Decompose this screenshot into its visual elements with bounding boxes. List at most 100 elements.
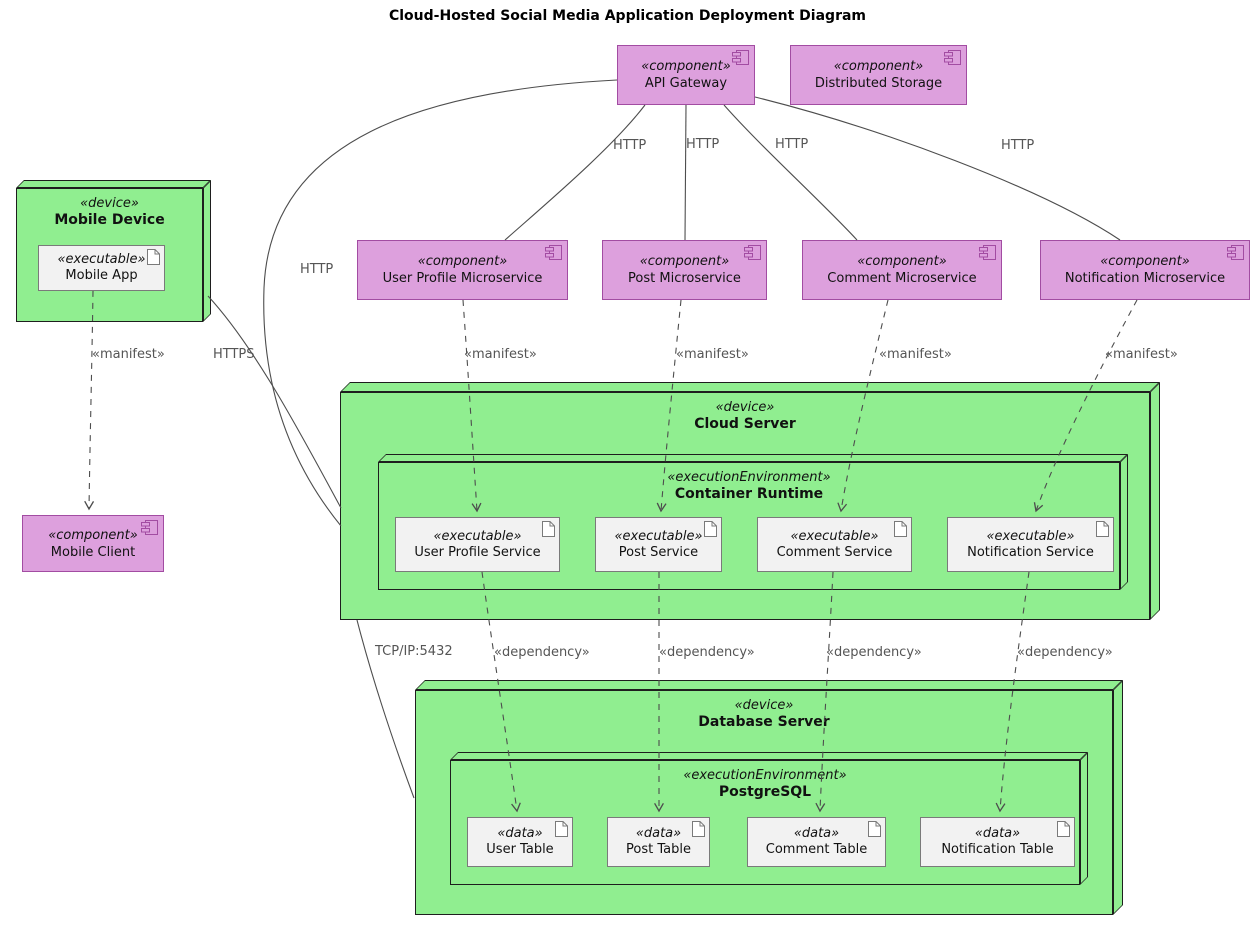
edge-mobile-app-manifest-mobile-client	[84, 290, 95, 511]
node-header: «executionEnvironment» Container Runtime	[378, 469, 1120, 503]
node-label: Comment Microservice	[827, 271, 977, 286]
edge-label-dependency-comment: «dependency»	[826, 645, 922, 660]
edge-label-http-post: HTTP	[686, 137, 720, 152]
node-label: User Table	[486, 842, 554, 857]
node-label: PostgreSQL	[718, 784, 812, 800]
stereotype: «component»	[641, 59, 731, 74]
artifact-notification-service: «executable» Notification Service	[947, 517, 1114, 572]
edge-gateway-to-comment-ms	[723, 104, 858, 241]
stereotype: «executable»	[986, 528, 1075, 544]
edge-label-https: HTTPS	[213, 347, 255, 362]
node-label: Container Runtime	[674, 486, 824, 502]
node-label: Database Server	[698, 714, 830, 730]
node-label: Mobile Client	[50, 544, 136, 560]
stereotype: «device»	[715, 400, 775, 415]
document-icon	[704, 521, 717, 537]
document-icon	[1057, 821, 1070, 837]
node-label: Notification Microservice	[1064, 271, 1226, 286]
document-icon	[692, 821, 705, 837]
node-label: Notification Service	[967, 544, 1094, 560]
component-distributed-storage: «component» Distributed Storage	[790, 45, 967, 105]
node-header: «executionEnvironment» PostgreSQL	[450, 767, 1080, 801]
edge-label-dependency-notification: «dependency»	[1017, 645, 1113, 660]
stereotype: «executable»	[614, 528, 703, 544]
node-label: Mobile App	[65, 268, 138, 283]
document-icon	[1096, 521, 1109, 537]
stereotype: «executable»	[433, 528, 522, 544]
node-label: Notification Table	[941, 842, 1054, 857]
node-header: «device» Mobile Device	[16, 195, 203, 229]
component-comment-microservice: «component» Comment Microservice	[802, 240, 1002, 300]
node-label: API Gateway	[644, 76, 728, 91]
artifact-comment-table: «data» Comment Table	[747, 817, 886, 867]
node-top-face	[450, 752, 1088, 760]
node-label: Post Service	[618, 544, 699, 560]
component-mobile-client: «component» Mobile Client	[22, 515, 164, 572]
stereotype: «data»	[497, 826, 543, 841]
component-icon	[1227, 245, 1244, 260]
document-icon	[147, 249, 160, 265]
node-label: User Profile Service	[414, 544, 541, 560]
stereotype: «device»	[734, 698, 794, 713]
stereotype: «executable»	[790, 528, 879, 544]
edge-label-http-notification: HTTP	[1001, 138, 1035, 153]
edge-label-manifest-user: «manifest»	[464, 347, 537, 362]
node-top-face	[415, 680, 1123, 690]
node-label: Cloud Server	[694, 416, 796, 432]
edge-label-http-comment: HTTP	[775, 137, 809, 152]
stereotype: «component»	[639, 254, 730, 269]
artifact-mobile-app: «executable» Mobile App	[38, 245, 165, 291]
document-icon	[542, 521, 555, 537]
artifact-post-service: «executable» Post Service	[595, 517, 722, 572]
edge-label-manifest-comment: «manifest»	[879, 347, 952, 362]
artifact-notification-table: «data» Notification Table	[920, 817, 1075, 867]
stereotype: «component»	[417, 254, 508, 269]
node-side-face	[1150, 382, 1160, 620]
stereotype: «device»	[80, 196, 139, 211]
stereotype: «component»	[857, 254, 947, 269]
node-label: Comment Service	[776, 544, 893, 560]
node-side-face	[1120, 454, 1128, 590]
node-side-face	[1113, 680, 1123, 915]
stereotype: «executable»	[57, 252, 146, 267]
node-side-face	[1080, 752, 1088, 885]
node-top-face	[378, 454, 1128, 462]
edge-label-dependency-user: «dependency»	[494, 645, 590, 660]
node-header: «device» Cloud Server	[340, 399, 1150, 433]
edge-label-dependency-post: «dependency»	[659, 645, 755, 660]
component-notification-microservice: «component» Notification Microservice	[1040, 240, 1250, 300]
component-icon	[732, 50, 749, 65]
edge-gateway-to-notification-ms	[754, 96, 1121, 241]
document-icon	[555, 821, 568, 837]
diagram-title: Cloud-Hosted Social Media Application De…	[388, 8, 867, 24]
document-icon	[868, 821, 881, 837]
edge-label-http-user: HTTP	[613, 138, 647, 153]
node-label: User Profile Microservice	[382, 271, 543, 286]
artifact-user-profile-service: «executable» User Profile Service	[395, 517, 560, 572]
stereotype: «data»	[635, 826, 682, 841]
edge-label-http-cloud: HTTP	[300, 262, 334, 277]
component-icon	[744, 245, 761, 260]
component-icon	[979, 245, 996, 260]
artifact-post-table: «data» Post Table	[607, 817, 710, 867]
edge-label-manifest-notification: «manifest»	[1105, 347, 1178, 362]
stereotype: «executionEnvironment»	[683, 768, 847, 783]
node-label: Mobile Device	[54, 212, 165, 228]
edge-label-tcp: TCP/IP:5432	[375, 644, 453, 659]
node-header: «device» Database Server	[415, 697, 1113, 731]
component-icon	[944, 50, 961, 65]
edge-label-manifest-mobile: «manifest»	[92, 347, 165, 362]
component-user-profile-microservice: «component» User Profile Microservice	[357, 240, 568, 300]
node-side-face	[203, 180, 211, 322]
stereotype: «executionEnvironment»	[667, 470, 831, 485]
edge-gateway-to-post-ms	[684, 104, 687, 241]
stereotype: «component»	[48, 527, 138, 543]
node-label: Distributed Storage	[814, 76, 943, 91]
node-top-face	[340, 382, 1160, 392]
artifact-user-table: «data» User Table	[467, 817, 573, 867]
edge-label-manifest-post: «manifest»	[676, 347, 749, 362]
node-top-face	[16, 180, 211, 188]
node-label: Comment Table	[765, 842, 868, 857]
component-icon	[545, 245, 562, 260]
